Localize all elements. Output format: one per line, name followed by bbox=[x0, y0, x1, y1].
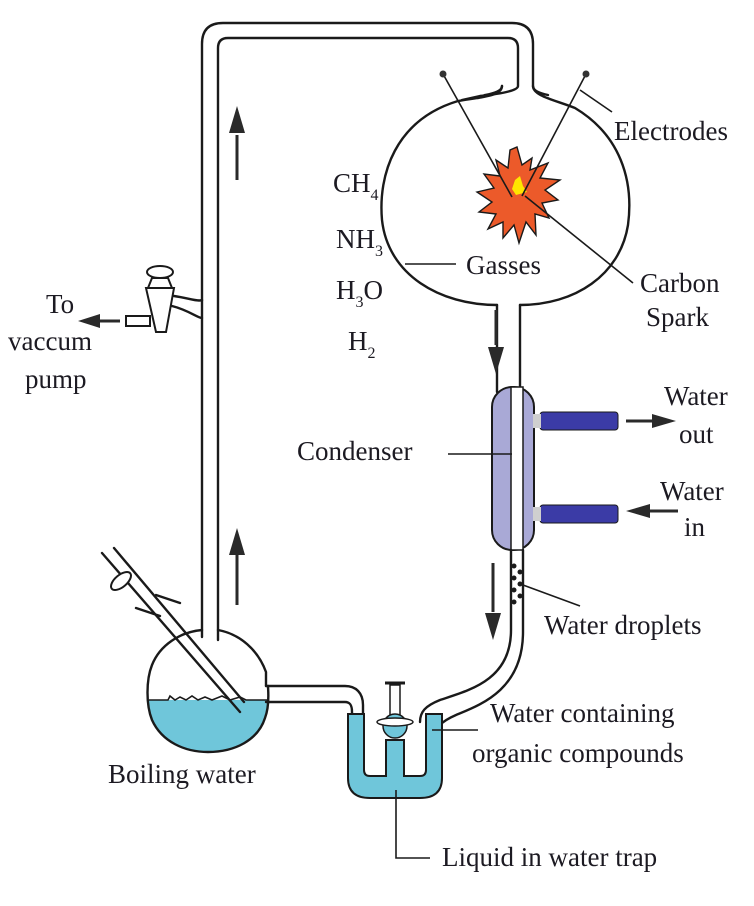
flask-side-arm bbox=[264, 684, 365, 724]
condenser-inner-tube bbox=[510, 386, 524, 551]
electrode-left bbox=[442, 73, 513, 198]
electrode-right bbox=[521, 73, 587, 197]
carbon-spark-core bbox=[512, 176, 527, 195]
leader-carbon-spark bbox=[524, 195, 634, 284]
label-water-in-2: in bbox=[684, 512, 706, 542]
gas-nh3: NH3 bbox=[336, 224, 383, 260]
arrow-down-bottom bbox=[485, 563, 501, 640]
stopcock-outlet bbox=[125, 315, 151, 327]
flask-probe bbox=[100, 546, 246, 714]
label-to-vacuum-3: pump bbox=[25, 364, 87, 394]
spark-flask-body bbox=[380, 84, 631, 307]
leader-lines bbox=[395, 89, 634, 859]
electrode-right-tip bbox=[582, 70, 590, 78]
vacuum-stopcock bbox=[125, 265, 204, 333]
condenser-inlet-pipe bbox=[539, 504, 619, 524]
label-gasses: Gasses bbox=[466, 250, 541, 280]
probe-stopcock bbox=[110, 571, 132, 591]
spark-flask bbox=[380, 70, 631, 394]
flow-arrows bbox=[78, 106, 678, 640]
label-water-out-1: Water bbox=[664, 381, 728, 411]
arrow-up-top bbox=[229, 106, 245, 180]
stopcock-body bbox=[144, 287, 176, 333]
boiling-water-fill bbox=[149, 700, 267, 752]
boiling-flask bbox=[100, 546, 365, 754]
leader-liquid-trap bbox=[395, 790, 430, 859]
arrow-down-top bbox=[488, 310, 504, 374]
condenser-outlet-joint bbox=[533, 414, 541, 428]
stopcock-handle bbox=[146, 265, 174, 279]
gas-h3o: H3O bbox=[336, 275, 383, 311]
leader-electrodes bbox=[579, 89, 613, 113]
stopcock-neck bbox=[146, 277, 174, 289]
label-carbon-spark-1: Carbon bbox=[640, 268, 720, 298]
condenser bbox=[491, 386, 619, 551]
boiling-flask-body bbox=[146, 628, 270, 754]
trap-liquid-fill bbox=[347, 713, 443, 799]
arrow-vacuum bbox=[78, 314, 120, 328]
tube-to-trap-left bbox=[418, 548, 513, 724]
label-water-droplets: Water droplets bbox=[544, 610, 702, 640]
condenser-inlet-joint bbox=[533, 507, 541, 521]
electrode-left-tip bbox=[439, 70, 447, 78]
boiling-surface bbox=[149, 694, 267, 701]
label-water-out-2: out bbox=[679, 419, 714, 449]
label-carbon-spark-2: Spark bbox=[646, 302, 709, 332]
water-droplets bbox=[511, 563, 523, 605]
label-to-vacuum-1: To bbox=[46, 289, 74, 319]
trap-stopcock-disc bbox=[376, 717, 414, 727]
label-liquid-trap: Liquid in water trap bbox=[442, 842, 657, 872]
arrow-water-in bbox=[626, 504, 678, 518]
gas-h2: H2 bbox=[348, 326, 376, 362]
condenser-outlet-pipe bbox=[539, 411, 619, 431]
gas-ch4: CH4 bbox=[333, 168, 379, 204]
tube-inner-wall bbox=[216, 36, 520, 642]
label-boiling-water: Boiling water bbox=[108, 759, 256, 789]
leader-water-droplets bbox=[522, 584, 581, 607]
stopcock-connector bbox=[170, 294, 204, 320]
label-water-organic-2: organic compounds bbox=[472, 738, 684, 768]
label-to-vacuum-2: vaccum bbox=[8, 326, 92, 356]
arrow-up-bottom bbox=[229, 528, 245, 605]
labels: Electrodes Gasses Carbon Spark CH4 NH3 H… bbox=[8, 116, 728, 872]
arrow-water-out bbox=[626, 414, 676, 428]
trap-stopcock-stem bbox=[389, 684, 401, 716]
label-electrodes: Electrodes bbox=[614, 116, 728, 146]
carbon-spark-burst bbox=[475, 146, 563, 246]
label-condenser: Condenser bbox=[297, 436, 412, 466]
label-water-in-1: Water bbox=[660, 476, 724, 506]
label-water-organic-1: Water containing bbox=[490, 698, 675, 728]
water-trap bbox=[347, 681, 443, 799]
